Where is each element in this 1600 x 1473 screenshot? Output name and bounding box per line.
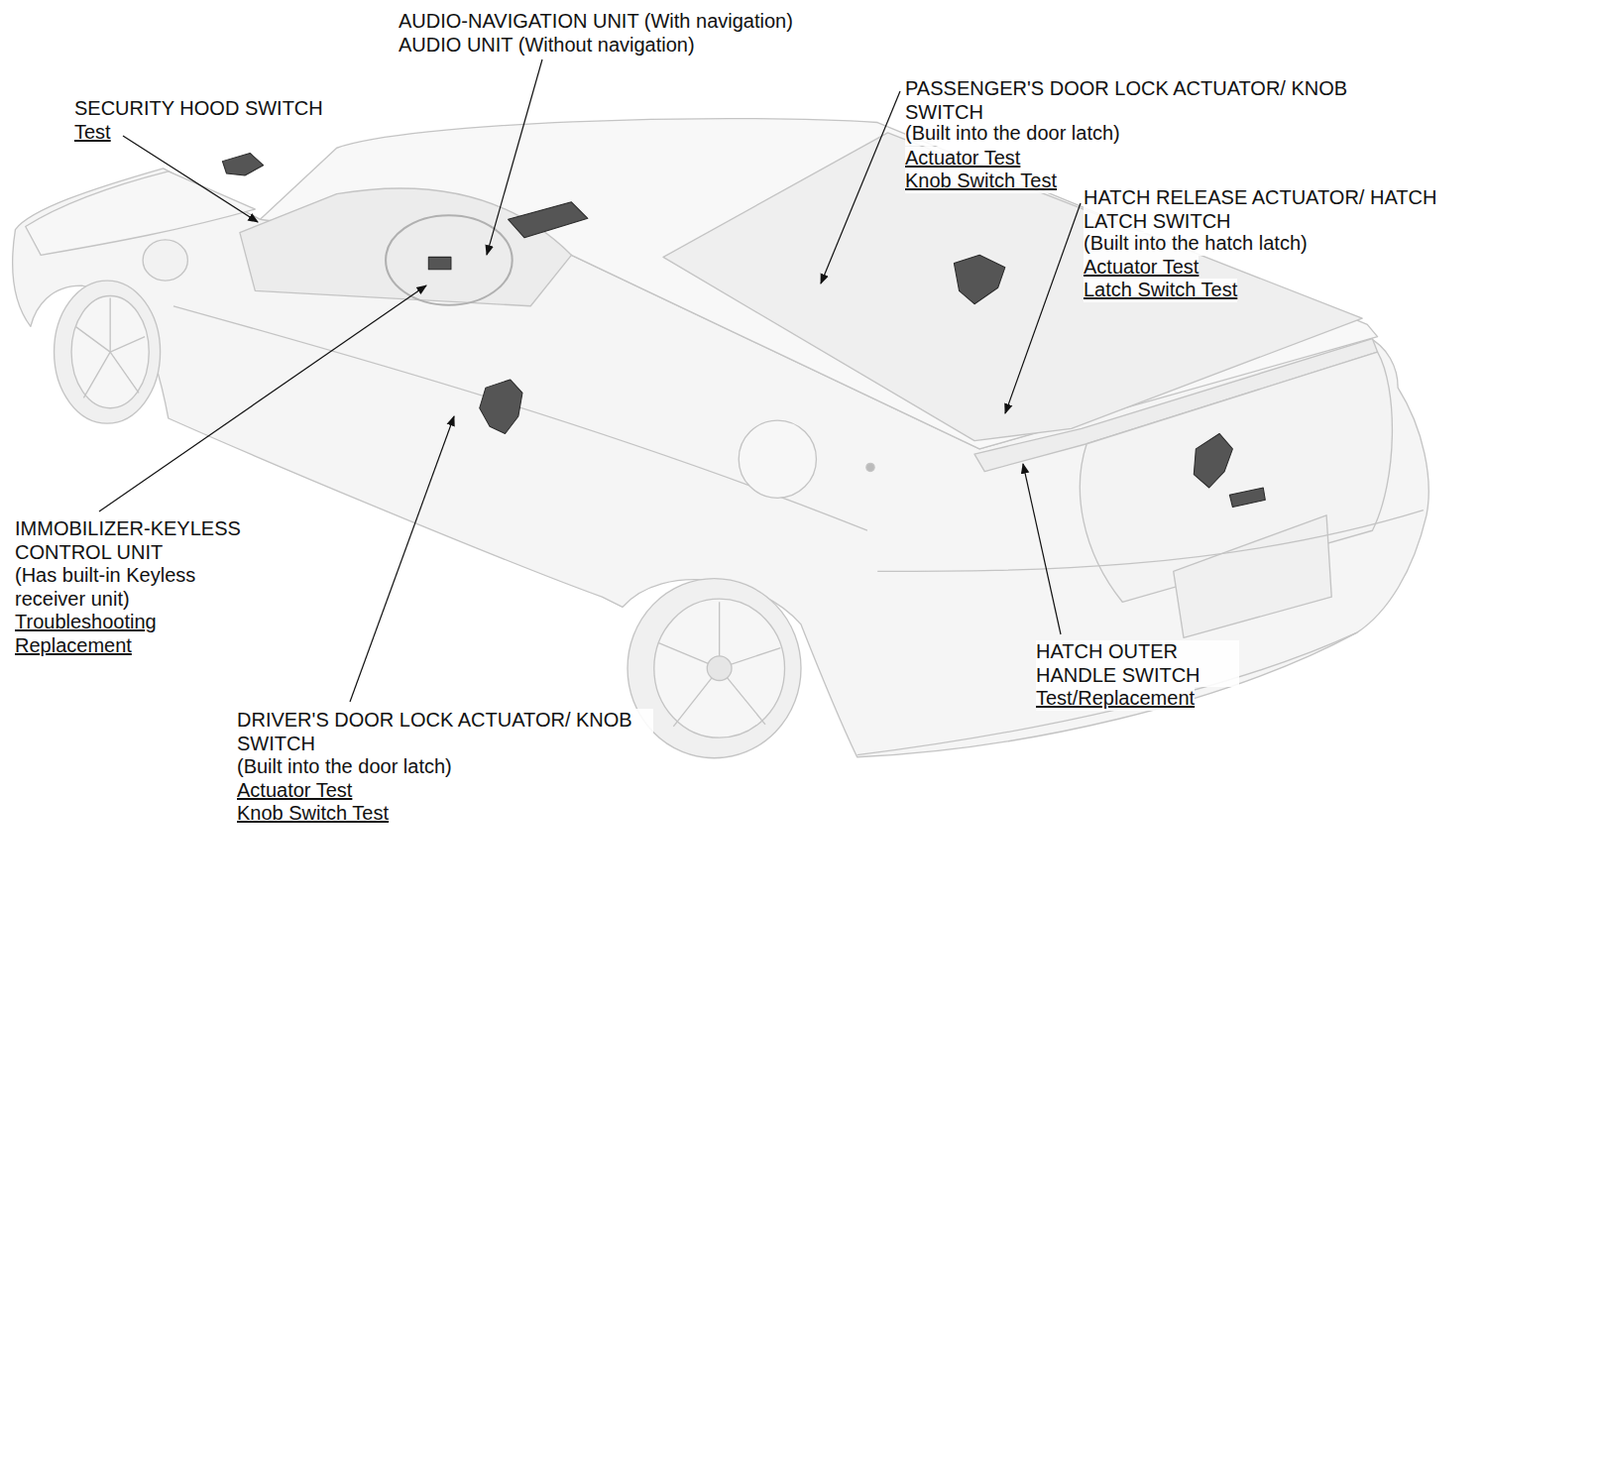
leader-line — [122, 135, 258, 223]
hatch-latch — [1193, 433, 1233, 488]
link-text: Test — [74, 120, 112, 145]
link-text: Knob Switch Test — [236, 801, 389, 826]
part-name: SECURITY HOOD SWITCH — [74, 97, 324, 121]
door-handle — [866, 462, 875, 471]
rear-hub — [706, 656, 732, 682]
part-name: HATCH RELEASE ACTUATOR/ HATCH LATCH SWIT… — [1083, 186, 1441, 233]
leader-line — [99, 285, 427, 512]
note-text: (Built into the hatch latch) — [1083, 231, 1308, 256]
note-text: (Has built-in Keyless receiver unit) — [14, 564, 253, 611]
front-wheel — [54, 280, 161, 424]
note-text: (Built into the door latch) — [905, 121, 1121, 146]
link-text: Actuator Test — [1083, 255, 1199, 280]
hatch-handle-switch — [1229, 487, 1265, 508]
link-text: Troubleshooting — [14, 610, 157, 635]
link-text: Actuator Test — [905, 146, 1021, 171]
passenger-door-latch — [953, 254, 1005, 304]
car-hood — [25, 171, 256, 255]
part-name: PASSENGER'S DOOR LOCK ACTUATOR/ KNOB SWI… — [905, 77, 1381, 124]
link-text: Knob Switch Test — [905, 169, 1057, 194]
link-text: Latch Switch Test — [1083, 278, 1238, 303]
leader-line — [486, 59, 543, 255]
part-name: IMMOBILIZER-KEYLESS CONTROL UNIT — [14, 517, 303, 565]
leader-line — [1005, 203, 1081, 414]
part-name: DRIVER'S DOOR LOCK ACTUATOR/ KNOB SWITCH — [236, 708, 654, 756]
immobilizer-unit — [428, 256, 452, 269]
part-name: AUDIO-NAVIGATION UNIT (With navigation) — [398, 9, 794, 34]
license-plate-area — [1173, 515, 1333, 639]
leader-line — [1023, 463, 1061, 635]
side-window — [239, 188, 572, 307]
leader-line — [820, 91, 901, 284]
rear-spokes — [658, 601, 782, 727]
rear-wheel — [627, 578, 801, 759]
steering-wheel — [385, 215, 513, 306]
front-spokes — [75, 298, 145, 399]
hood-switch — [222, 152, 263, 176]
driver-door-latch — [479, 379, 523, 435]
leader-line — [349, 416, 455, 702]
rear-rim — [654, 598, 786, 738]
audio-unit — [508, 202, 588, 238]
part-name: HATCH OUTER HANDLE SWITCH — [1035, 640, 1240, 687]
door-mirror — [142, 239, 188, 281]
link-text: Test/Replacement — [1035, 686, 1195, 711]
note-text: (Built into the door latch) — [236, 755, 453, 780]
fuel-door — [738, 420, 816, 498]
link-text: Actuator Test — [236, 779, 352, 803]
side-line — [173, 306, 868, 531]
link-text: Replacement — [14, 634, 132, 659]
front-rim — [71, 295, 149, 408]
bumper-line — [857, 510, 1424, 756]
part-name: AUDIO UNIT (Without navigation) — [398, 33, 695, 58]
